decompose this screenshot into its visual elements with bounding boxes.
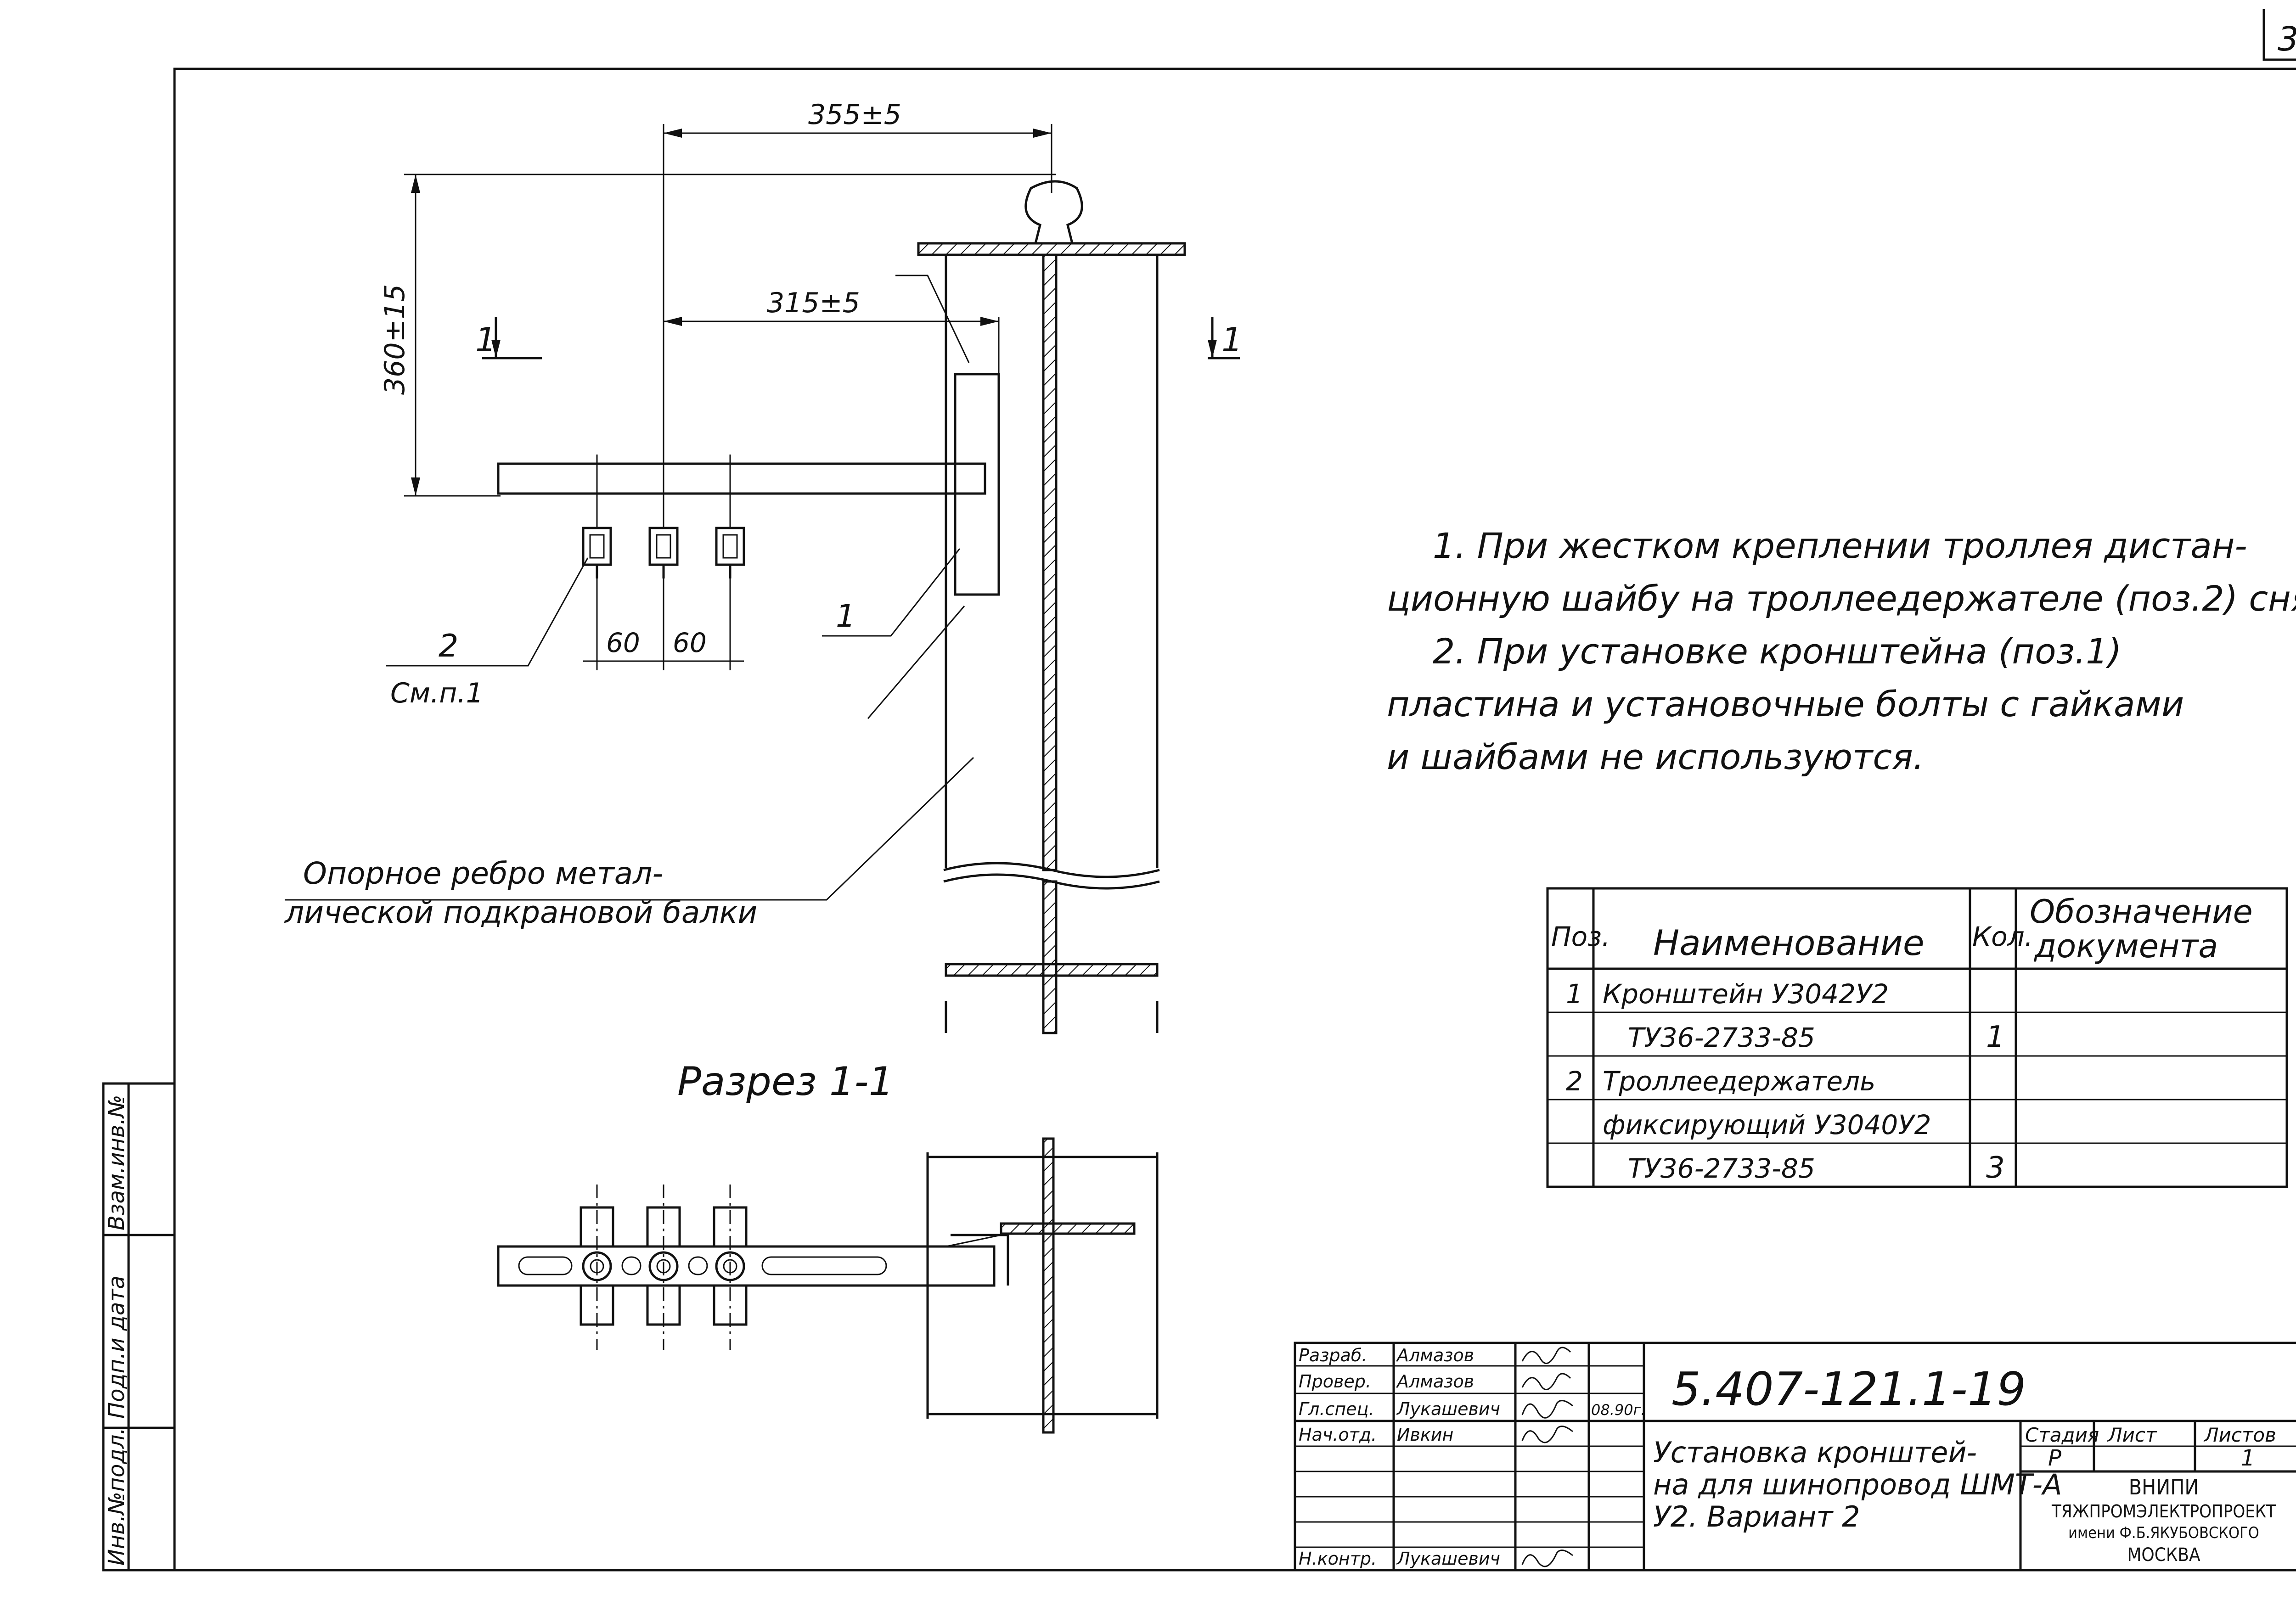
sig-name-4: Ивкин	[1397, 1425, 1453, 1445]
section-marker-right: 1	[1208, 317, 1243, 359]
callout-pos2-note: См.п.1	[390, 677, 484, 709]
section-rib	[1042, 1137, 1055, 1434]
leader-pos1	[822, 548, 961, 637]
stamp-inv-podl: Инв.№подл.	[104, 1427, 129, 1566]
section-plate	[1000, 1222, 1136, 1235]
rib-label-2: лической подкрановой балки	[284, 895, 757, 930]
signature-mark-1	[1521, 1347, 1571, 1364]
sig-role-4: Нач.отд.	[1299, 1425, 1377, 1445]
sig-name-8: Лукашевич	[1396, 1549, 1500, 1569]
hdr-doc-2: документа	[2034, 927, 2218, 965]
trolley-holder-3	[715, 455, 745, 578]
dim-355: 355±5	[808, 99, 901, 131]
note-line-1: 1. При жестком креплении троллея дистан-	[1433, 525, 2247, 566]
title-line-2: на для шинопровод ШМТ-А	[1653, 1468, 2062, 1501]
signature-mark-2	[1521, 1373, 1571, 1391]
org-line-4: МОСКВА	[2127, 1544, 2200, 1566]
row3-pos: 2	[1566, 1066, 1583, 1097]
sig-role-1: Разраб.	[1299, 1345, 1367, 1365]
leader-pos2	[386, 557, 589, 667]
sig-name-2: Алмазов	[1396, 1371, 1474, 1392]
hdr-name: Наименование	[1653, 922, 1925, 963]
sheet-label: Лист	[2107, 1424, 2157, 1446]
row4-name: фиксирующий У3040У2	[1603, 1109, 1931, 1140]
hdr-qty: Кол.	[1972, 921, 2033, 952]
rib-label-1: Опорное ребро метал-	[303, 856, 663, 891]
trolley-holder-2	[648, 455, 679, 578]
org-line-3: имени Ф.Б.ЯКУБОВСКОГО	[2068, 1524, 2259, 1542]
row1-name: Кронштейн У3042У2	[1603, 978, 1889, 1010]
sig-role-3: Гл.спец.	[1299, 1399, 1374, 1419]
sheet-number: 35	[2278, 20, 2296, 58]
top-flange-plate	[917, 242, 1186, 256]
note-line-2: ционную шайбу на троллеедержателе (поз.2…	[1387, 578, 2296, 619]
title-block: 5.407-121.1-19 Установка кронштей- на дл…	[1294, 1342, 2296, 1572]
outer-frame-edge	[2262, 9, 2296, 61]
row5-name: ТУ36-2733-85	[1628, 1153, 1815, 1184]
row3-name: Троллеедержатель	[1603, 1066, 1875, 1097]
sig-name-1: Алмазов	[1396, 1345, 1474, 1365]
section-holder-1	[580, 1185, 614, 1350]
dim-60-b: 60	[673, 627, 707, 658]
note-line-5: и шайбами не используются.	[1387, 736, 1924, 777]
sheet-frame	[173, 67, 2296, 1572]
sig-name-3: Лукашевич	[1396, 1399, 1500, 1419]
row1-pos: 1	[1566, 978, 1583, 1010]
section-marker-left: 1	[475, 317, 542, 359]
hdr-doc-1: Обозначение	[2030, 893, 2253, 931]
title-line-3: У2. Вариант 2	[1653, 1500, 1860, 1533]
notes: 1. При жестком креплении троллея дистан-…	[1387, 525, 2296, 777]
sig-date-3: 08.90г.	[1591, 1401, 1646, 1419]
bracket-mount-plate	[954, 373, 1000, 596]
row5-qty: 3	[1986, 1151, 2005, 1185]
callout-pos2: 2	[439, 628, 458, 664]
bottom-plate	[945, 963, 1159, 977]
stamp-vzam-inv: Взам.инв.№	[104, 1095, 129, 1230]
stage-label: Стадия	[2025, 1424, 2099, 1446]
section-holder-3	[713, 1185, 748, 1350]
org-line-2: ТЯЖПРОМЭЛЕКТРОПРОЕКТ	[2051, 1501, 2276, 1522]
sig-role-8: Н.контр.	[1299, 1549, 1377, 1569]
section-view	[497, 1137, 1159, 1434]
sheets-value: 1	[2241, 1445, 2255, 1471]
org-line-1: ВНИПИ	[2129, 1475, 2199, 1499]
note-line-4: пластина и установочные болты с гайками	[1387, 684, 2184, 724]
stage-value: Р	[2048, 1445, 2061, 1471]
doc-code: 5.407-121.1-19	[1671, 1362, 2026, 1416]
sheets-label: Листов	[2203, 1424, 2276, 1446]
rail-profile	[1024, 180, 1083, 245]
svg-text:1: 1	[1221, 320, 1243, 359]
leader-rib	[285, 757, 974, 901]
bracket-arm	[497, 462, 986, 495]
sig-role-2: Провер.	[1299, 1371, 1371, 1392]
dim-360: 360±15	[379, 284, 411, 395]
support-rib	[1042, 253, 1058, 871]
row2-qty: 1	[1986, 1020, 2005, 1054]
main-view: 355±5 315±5 360±15 60 60 1	[284, 99, 1243, 1034]
section-title: Разрез 1-1	[677, 1059, 894, 1105]
signature-mark-4	[1521, 1426, 1573, 1443]
svg-text:1: 1	[475, 320, 496, 359]
hdr-pos: Поз.	[1551, 921, 1610, 952]
section-holder-2	[646, 1185, 681, 1350]
spec-table: Поз. Наименование Кол. Обозначение докум…	[1546, 887, 2288, 1188]
stamp-podp-data: Подп.и дата	[104, 1275, 129, 1419]
dim-60-a: 60	[606, 627, 640, 658]
section-bracket-arm	[497, 1245, 996, 1287]
dim-315: 315±5	[767, 287, 860, 319]
callout-pos1: 1	[836, 598, 855, 634]
signature-mark-3	[1521, 1400, 1573, 1419]
signature-mark-8	[1521, 1550, 1573, 1567]
side-stamp: Инв.№подл. Подп.и дата Взам.инв.№	[102, 1082, 176, 1572]
row2-name: ТУ36-2733-85	[1628, 1022, 1815, 1053]
title-line-1: Установка кронштей-	[1653, 1436, 1977, 1469]
note-line-3: 2. При установке кронштейна (поз.1)	[1433, 631, 2122, 672]
